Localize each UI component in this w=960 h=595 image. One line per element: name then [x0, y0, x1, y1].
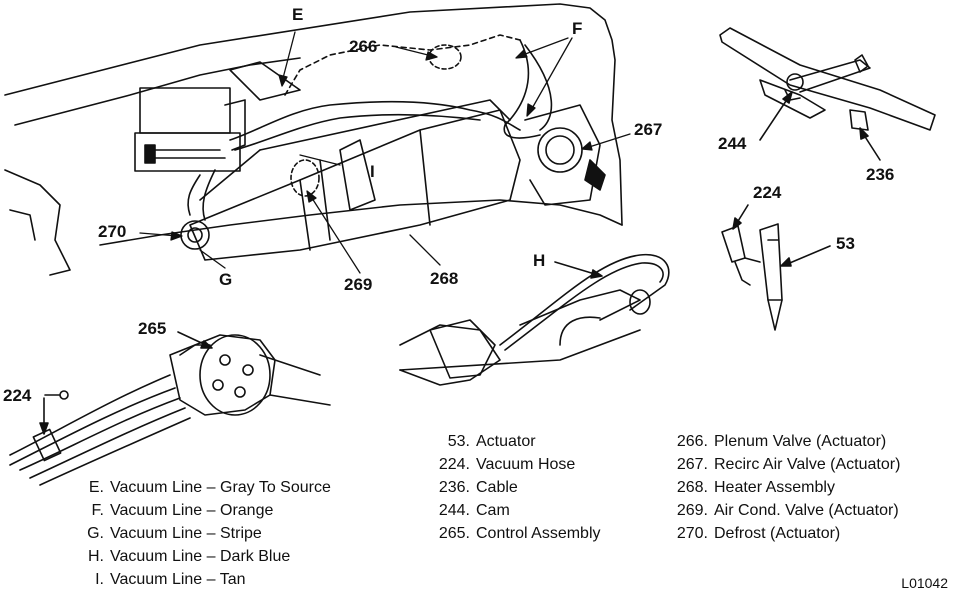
callout-e: E: [292, 5, 304, 24]
legend-row: 236.Cable: [438, 479, 518, 496]
callout-270: 270: [98, 222, 127, 241]
callout-265: 265: [138, 319, 167, 338]
legend-vacuum-lines: E.Vacuum Line – Gray To Source F.Vacuum …: [78, 476, 331, 591]
legend-row: 266.Plenum Valve (Actuator): [676, 433, 887, 450]
dashboard-outline: [5, 4, 622, 225]
callout-267: 267: [634, 120, 663, 139]
legend-row: 267.Recirc Air Valve (Actuator): [676, 456, 901, 473]
callout-236: 236: [866, 165, 895, 184]
cowl-inner: [10, 210, 35, 240]
dashboard-bottom-edge: [100, 200, 622, 245]
callout-268: 268: [430, 269, 459, 288]
legend-row: G.Vacuum Line – Stripe: [87, 525, 262, 542]
actuator-inset: [722, 205, 830, 330]
legend-row: 269.Air Cond. Valve (Actuator): [676, 502, 899, 519]
control-assembly-view: [10, 332, 330, 485]
legend-row: 265.Control Assembly: [438, 525, 601, 542]
callout-53: 53: [836, 234, 855, 253]
callout-g: G: [219, 270, 233, 289]
control-module-box: [140, 88, 230, 133]
callout-224-control: 224: [3, 386, 32, 405]
callout-f: F: [572, 19, 583, 38]
leader-lines-main: [140, 32, 630, 273]
cam: [787, 74, 803, 90]
legend-parts-b: 266.Plenum Valve (Actuator) 267.Recirc A…: [668, 430, 901, 545]
vacuum-line-e: [285, 35, 520, 95]
tan-line-bracket: [340, 140, 375, 210]
legend-row: I.Vacuum Line – Tan: [95, 571, 246, 588]
cable-end: [850, 110, 868, 130]
legend-row: E.Vacuum Line – Gray To Source: [88, 479, 331, 496]
heater-assembly-body: [190, 110, 520, 260]
recirc-air-valve-actuator: [538, 128, 582, 172]
wire-harness: [230, 102, 520, 140]
legend-row: 224.Vacuum Hose: [438, 456, 576, 473]
callout-269: 269: [344, 275, 373, 294]
legend-row: 268.Heater Assembly: [676, 479, 835, 496]
dashboard-lower-edge: [15, 58, 300, 125]
legend-row: F.Vacuum Line – Orange: [91, 502, 274, 519]
vent-duct: [230, 62, 300, 100]
control-module-face: [135, 133, 240, 171]
callout-h: H: [533, 251, 546, 270]
dashboard-assembly-view: [5, 4, 622, 275]
air-cond-valve-actuator: [291, 160, 319, 196]
legend-row: 244.Cam: [438, 502, 510, 519]
callout-266: 266: [349, 37, 378, 56]
cam-cable-inset: [720, 28, 935, 160]
cam-lever: [720, 28, 935, 130]
callout-i: I: [370, 162, 375, 181]
legend-row: 270.Defrost (Actuator): [676, 525, 841, 542]
vacuum-line-h-view: [400, 255, 669, 385]
legend-row: 53.Actuator: [447, 433, 536, 450]
vacuum-hose-bundle: [10, 375, 170, 455]
figure-id: L01042: [901, 575, 948, 591]
vacuum-line-h: [500, 255, 669, 345]
callout-224-inset: 224: [753, 183, 782, 202]
legend-row: H.Vacuum Line – Dark Blue: [88, 548, 291, 565]
actuator-53: [760, 224, 782, 330]
cowl-edge: [5, 170, 70, 275]
legend-parts-a: 53.Actuator 224.Vacuum Hose 236.Cable 24…: [430, 430, 601, 545]
vacuum-hose-224-inset: [722, 226, 745, 262]
callout-244: 244: [718, 134, 747, 153]
